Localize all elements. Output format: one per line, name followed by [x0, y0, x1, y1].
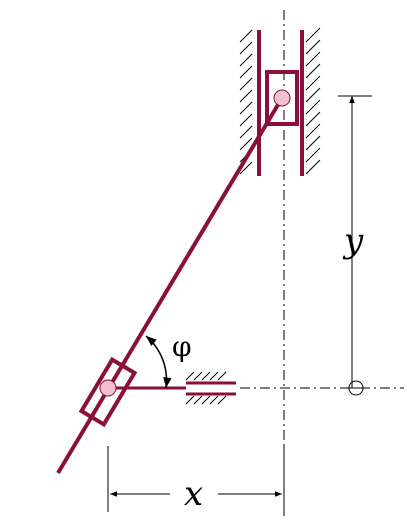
x-label: x: [184, 474, 203, 514]
right-guide-hatching: [305, 27, 321, 175]
angle-label: φ: [172, 330, 192, 363]
y-label: y: [342, 221, 364, 261]
upper-slider-block: [265, 70, 299, 126]
left-guide-hatching: [239, 29, 253, 175]
angle-arc: [145, 335, 172, 389]
horizontal-guide: [185, 371, 236, 405]
lower-pivot-pin: [99, 379, 117, 397]
vertical-guide: [239, 27, 321, 176]
lower-slider-block: [78, 356, 138, 428]
horizontal-guide-hatching: [185, 371, 227, 405]
upper-pivot-pin: [273, 89, 291, 107]
connecting-rod: [56, 96, 284, 475]
